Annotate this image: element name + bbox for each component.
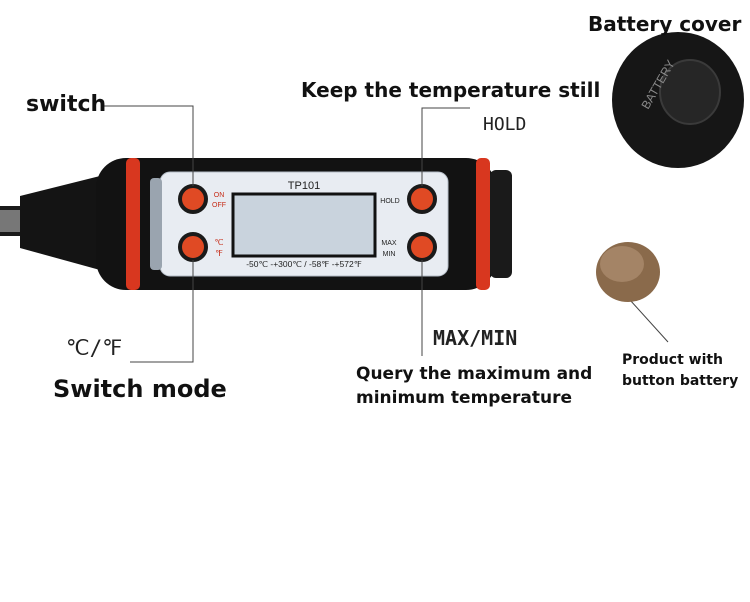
keep-still-label: Keep the temperature still <box>301 78 601 102</box>
switch-mode-label: Switch mode <box>53 375 227 403</box>
battery-leader-line <box>629 299 669 343</box>
right-red-ring <box>476 158 490 290</box>
end-cap <box>490 170 512 278</box>
range-label: -50℃ -+300℃ / -58℉ -+572℉ <box>246 259 363 269</box>
lcd-screen <box>231 192 377 258</box>
hold-button[interactable] <box>407 184 437 214</box>
product-line-1: Product with <box>622 352 724 368</box>
unit-button[interactable] <box>178 232 208 262</box>
query-line-2: minimum temperature <box>356 388 572 408</box>
switch-leader-line <box>103 105 194 186</box>
off-label: OFF <box>212 202 226 209</box>
hold-label: HOLD <box>483 114 527 135</box>
battery-cover-label: Battery cover <box>588 12 742 36</box>
hold-panel-label: HOLD <box>380 198 399 205</box>
probe-neck <box>20 176 100 270</box>
on-label: ON <box>214 192 225 199</box>
min-panel-label: MIN <box>383 251 396 258</box>
max-min-label: MAX/MIN <box>433 326 518 350</box>
unit-switch-label: ℃/℉ <box>66 336 123 360</box>
switch-mode-leader-line <box>130 260 194 363</box>
button-battery-highlight <box>600 246 644 282</box>
max-min-button[interactable] <box>407 232 437 262</box>
probe-wire-highlight <box>0 210 26 232</box>
left-red-ring <box>126 158 140 290</box>
switch-label: switch <box>26 92 107 117</box>
product-line-2: button battery <box>622 373 739 389</box>
on-off-button[interactable] <box>178 184 208 214</box>
battery-cover-center <box>659 59 721 125</box>
query-line-1: Query the maximum and <box>356 364 593 384</box>
fahrenheit-label: ℉ <box>215 249 223 258</box>
celsius-label: ℃ <box>215 238 224 247</box>
max-panel-label: MAX <box>381 240 397 247</box>
panel-bevel <box>150 178 162 270</box>
hold-leader-line <box>421 107 470 186</box>
model-label: TP101 <box>288 180 320 192</box>
